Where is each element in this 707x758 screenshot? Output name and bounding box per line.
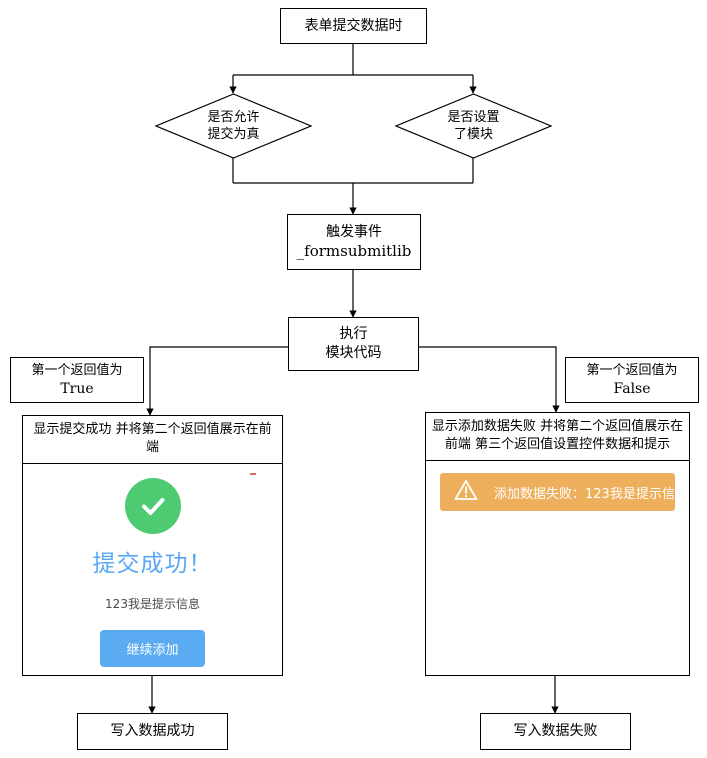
success-panel-header: 显示提交成功 并将第二个返回值展示在前端: [23, 416, 282, 464]
branch-label-false-line2: False: [613, 381, 651, 397]
success-message: 123我是提示信息: [105, 597, 200, 611]
fail-panel-header: 显示添加数据失败 并将第二个返回值展示在前端 第三个返回值设置控件数据和提示: [426, 413, 689, 461]
node-write-success[interactable]: 写入数据成功: [77, 713, 228, 750]
decision-module-set-line1: 是否设置: [447, 110, 500, 125]
branch-label-false-line1: 第一个返回值为: [586, 363, 678, 378]
error-alert-banner: 添加数据失败：123我是提示信息: [440, 473, 688, 511]
branch-label-true-line2: True: [60, 381, 94, 397]
branch-label-true: 第一个返回值为 True: [10, 357, 144, 403]
warning-triangle-icon: [454, 479, 478, 505]
decision-module-set-line2: 了模块: [453, 127, 493, 142]
success-title: 提交成功！: [92, 551, 213, 577]
success-panel-header-line1: 显示提交成功: [33, 422, 112, 437]
success-stray-mark: [250, 473, 256, 475]
branch-label-true-line1: 第一个返回值为: [31, 363, 123, 378]
node-form-submit-start[interactable]: 表单提交数据时: [280, 8, 427, 44]
node-write-fail[interactable]: 写入数据失败: [480, 713, 631, 750]
node-trigger-event-line2: _formsubmitlib: [296, 242, 412, 260]
node-trigger-event-line1: 触发事件: [326, 224, 382, 240]
fail-result-panel: 显示添加数据失败 并将第二个返回值展示在前端 第三个返回值设置控件数据和提示 添…: [425, 412, 690, 676]
decision-allow-submit[interactable]: 是否允许 提交为真: [155, 93, 312, 159]
branch-label-false: 第一个返回值为 False: [565, 357, 699, 403]
decision-allow-submit-label: 是否允许 提交为真: [155, 93, 312, 159]
fail-panel-header-line1: 显示添加数据失败: [431, 419, 536, 434]
node-execute-module-code[interactable]: 执行 模块代码: [288, 317, 419, 371]
fail-panel-header-line2: 并将第二个返回值展示在前端: [444, 419, 684, 452]
node-form-submit-start-label: 表单提交数据时: [304, 17, 403, 34]
success-result-panel: 显示提交成功 并将第二个返回值展示在前端 提交成功！ 123我是提示信息 继续添…: [22, 415, 283, 676]
decision-module-set[interactable]: 是否设置 了模块: [395, 93, 552, 159]
node-execute-module-code-line1: 执行: [339, 326, 368, 342]
success-panel-header-line2: 并将第二个返回值展示在前端: [115, 422, 272, 455]
decision-module-set-label: 是否设置 了模块: [395, 93, 552, 159]
node-trigger-event[interactable]: 触发事件 _formsubmitlib: [287, 214, 421, 270]
fail-screenshot: 添加数据失败：123我是提示信息: [426, 461, 689, 657]
success-screenshot: 提交成功！ 123我是提示信息 继续添加: [23, 464, 282, 675]
node-write-success-label: 写入数据成功: [110, 723, 195, 739]
node-execute-module-code-line2: 模块代码: [325, 345, 382, 361]
error-alert-text: 添加数据失败：123我是提示信息: [494, 486, 688, 502]
decision-allow-submit-line1: 是否允许: [207, 110, 260, 125]
decision-allow-submit-line2: 提交为真: [207, 127, 260, 142]
node-write-fail-label: 写入数据失败: [513, 723, 598, 739]
check-circle-icon: [124, 478, 181, 534]
fail-panel-header-line3: 第三个返回值设置控件数据和提示: [475, 437, 671, 452]
continue-add-button[interactable]: 继续添加: [100, 630, 205, 667]
